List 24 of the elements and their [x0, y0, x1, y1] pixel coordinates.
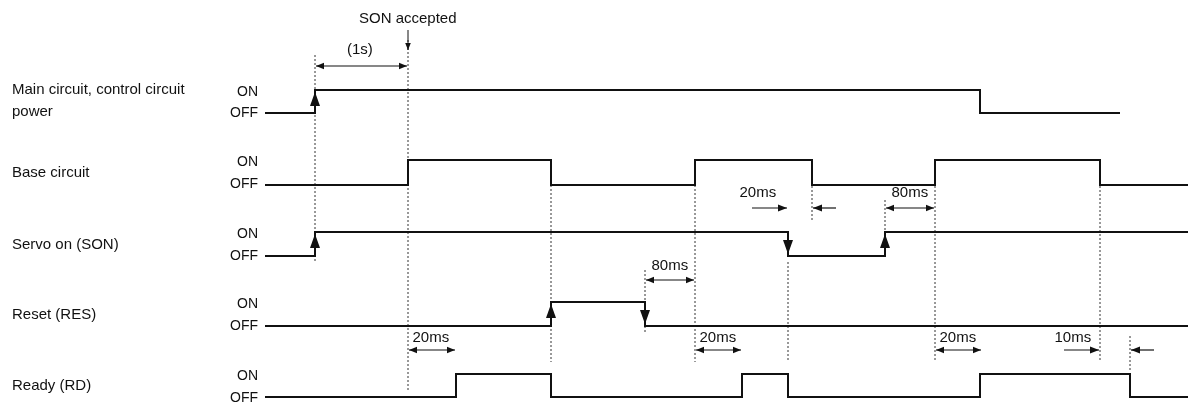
level-label: OFF [230, 176, 258, 190]
level-label: ON [237, 154, 258, 168]
level-label: ON [237, 84, 258, 98]
signal-name: Ready (RD) [12, 376, 92, 394]
level-label: ON [237, 368, 258, 382]
duration-label: 80ms [891, 183, 929, 201]
level-label: OFF [230, 248, 258, 262]
duration-label: 20ms [739, 183, 777, 201]
level-label: OFF [230, 318, 258, 332]
annotation-text: SON accepted [359, 9, 457, 27]
duration-label: (1s) [347, 40, 373, 58]
duration-label: 80ms [651, 256, 689, 274]
level-label: ON [237, 226, 258, 240]
duration-label: 20ms [412, 328, 450, 346]
signal-name: Base circuit [12, 163, 90, 181]
level-label: OFF [230, 105, 258, 119]
duration-label: 10ms [1054, 328, 1092, 346]
level-label: ON [237, 296, 258, 310]
level-label: OFF [230, 390, 258, 404]
signal-name: Servo on (SON) [12, 235, 119, 253]
signal-name: Main circuit, control circuit power [12, 79, 186, 121]
duration-label: 20ms [939, 328, 977, 346]
duration-label: 20ms [699, 328, 737, 346]
signal-name: Reset (RES) [12, 305, 97, 323]
